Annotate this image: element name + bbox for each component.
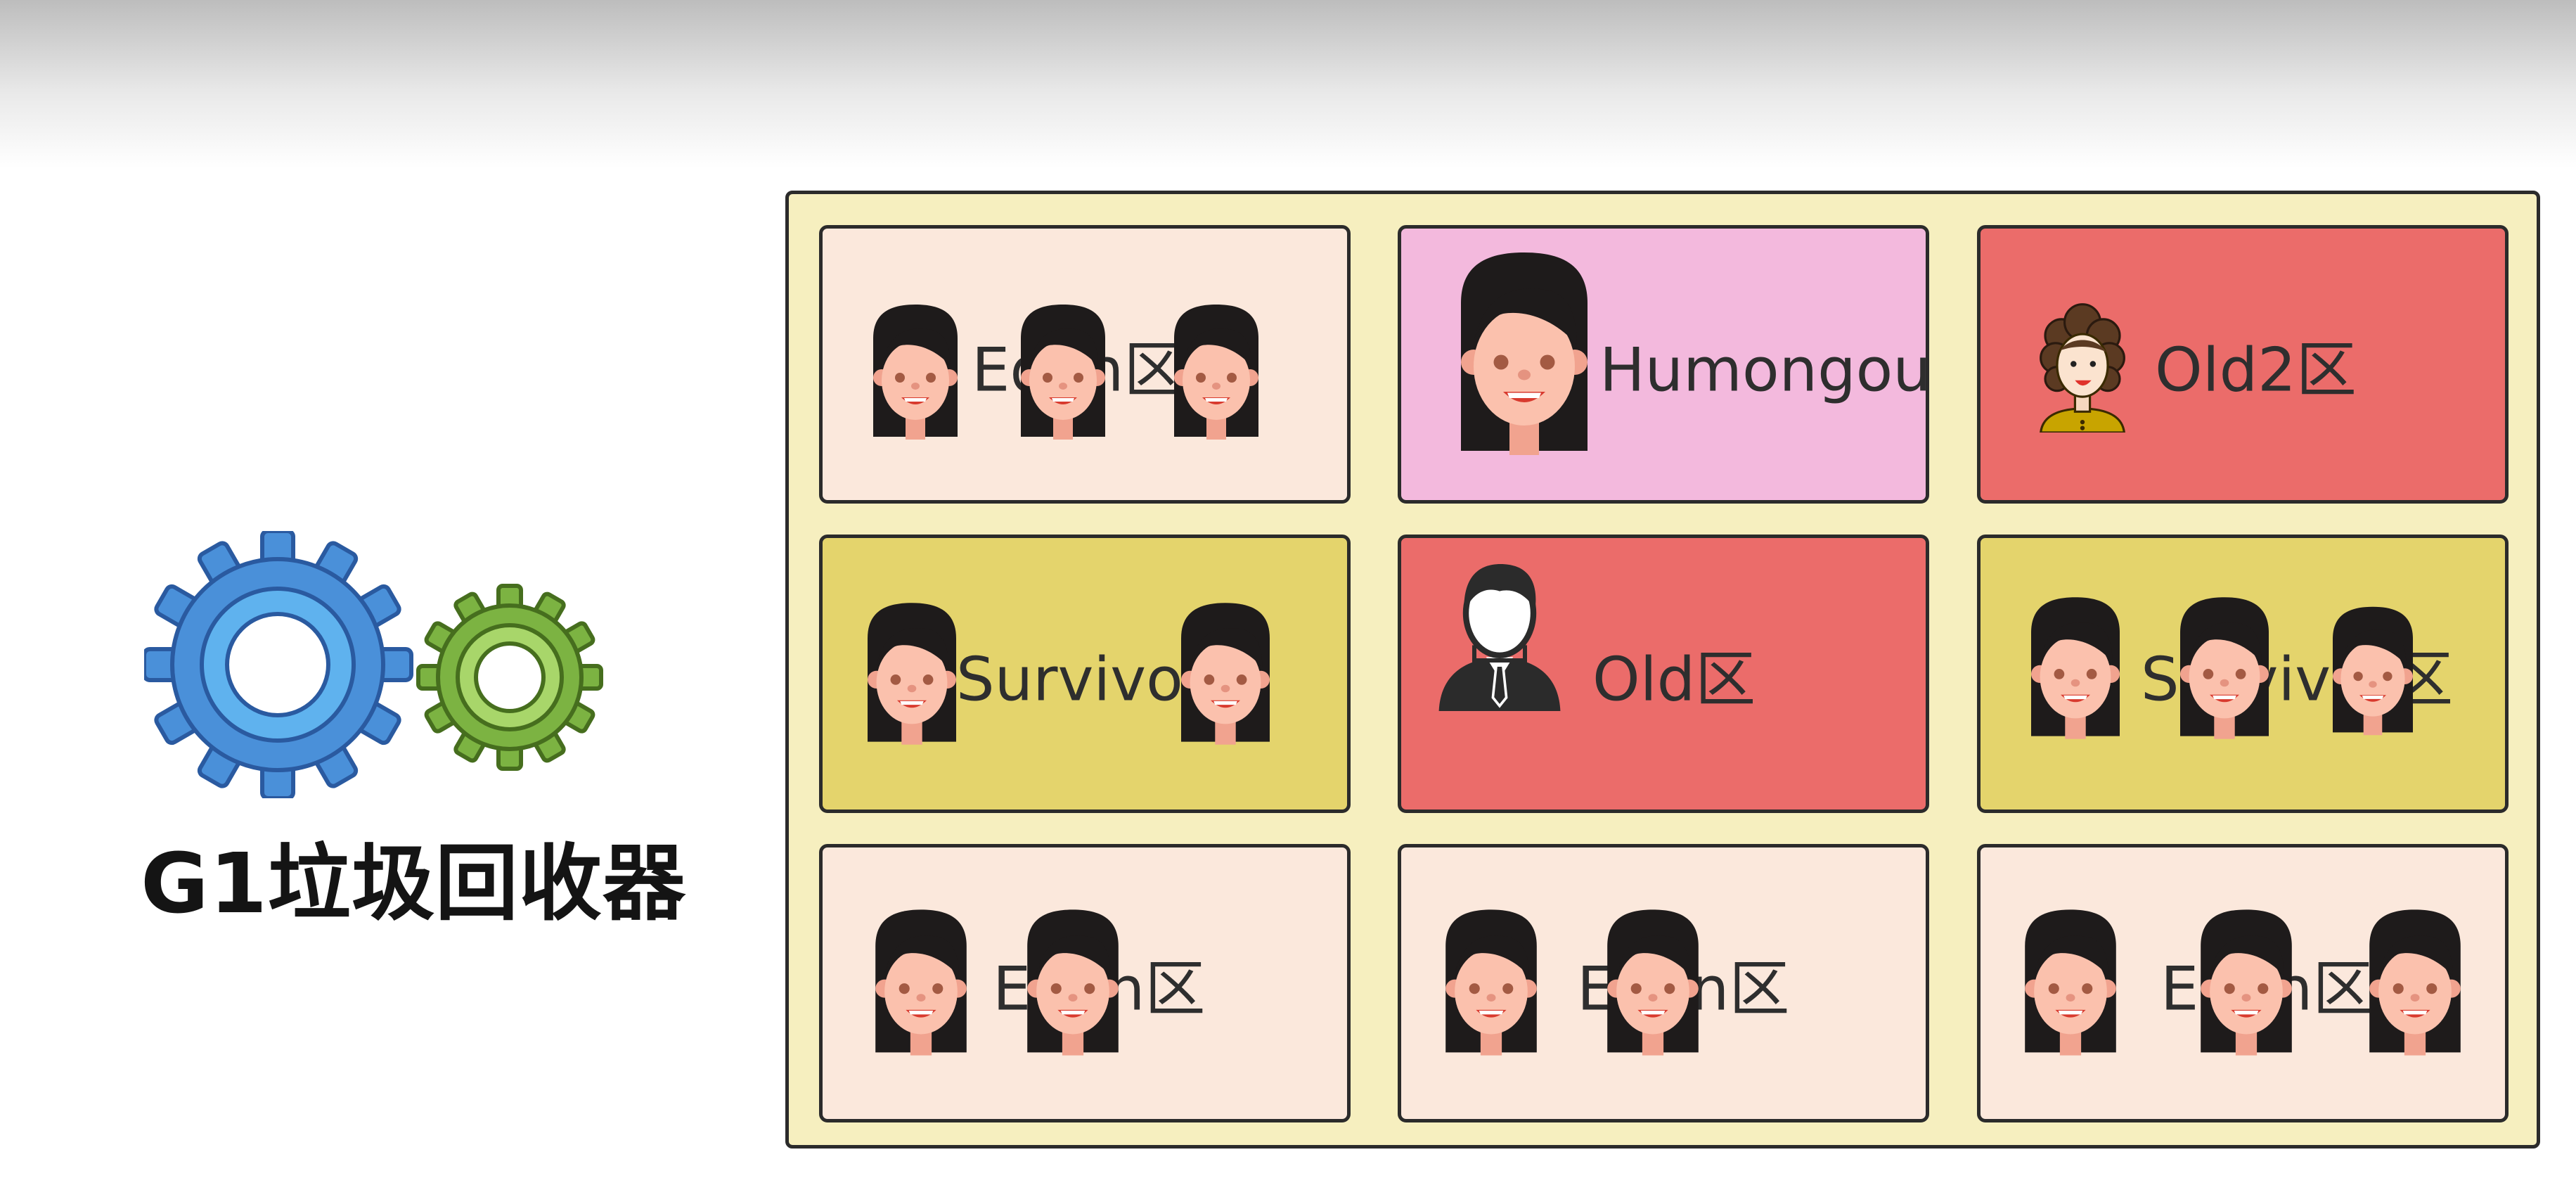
- girl-avatar-icon: [875, 909, 967, 1056]
- girl-avatar-icon: [1174, 305, 1258, 440]
- region-eden-8: Eden区: [1977, 844, 2509, 1122]
- region-old-2: Old2区: [1977, 225, 2509, 504]
- girl-avatar-icon: [868, 603, 956, 745]
- girl-avatar-icon: [2025, 909, 2116, 1056]
- girl-avatar-icon: [2333, 606, 2413, 736]
- blue-gear-icon: [144, 531, 413, 798]
- region-survivor-3: Survivor区: [819, 535, 1351, 813]
- region-label: Old区: [1592, 644, 1756, 715]
- man-in-suit-icon: [1438, 564, 1561, 711]
- girl-avatar-icon: [2201, 909, 2292, 1056]
- girl-avatar-icon: [873, 305, 958, 440]
- region-eden-6: Eden区: [819, 844, 1351, 1122]
- girl-avatar-icon: [1607, 909, 1699, 1056]
- green-gear-icon: [416, 584, 603, 771]
- curly-haired-woman-icon: [2040, 303, 2125, 433]
- girl-avatar-icon: [2180, 597, 2269, 739]
- region-label: Humongous区: [1599, 335, 1929, 406]
- region-survivor-5: Survivor区: [1977, 535, 2509, 813]
- gears-icon: [144, 531, 603, 798]
- girl-avatar-icon: [1461, 252, 1588, 455]
- region-humongous-1: Humongous区: [1398, 225, 1929, 504]
- page-title: G1垃圾回收器: [141, 835, 686, 932]
- girl-avatar-icon: [1021, 305, 1105, 440]
- region-label: Old2区: [2155, 335, 2357, 406]
- region-old-4: Old区: [1398, 535, 1929, 813]
- girl-avatar-icon: [1027, 909, 1119, 1056]
- girl-avatar-icon: [1181, 603, 1270, 745]
- region-eden-0: Eden区: [819, 225, 1351, 504]
- girl-avatar-icon: [1445, 909, 1537, 1056]
- region-eden-7: Eden区: [1398, 844, 1929, 1122]
- top-gradient-bar: [0, 0, 2576, 169]
- girl-avatar-icon: [2369, 909, 2461, 1056]
- heap-region-grid: Eden区 Humongous区 Old2区 Survivor区: [785, 191, 2540, 1149]
- girl-avatar-icon: [2031, 597, 2120, 739]
